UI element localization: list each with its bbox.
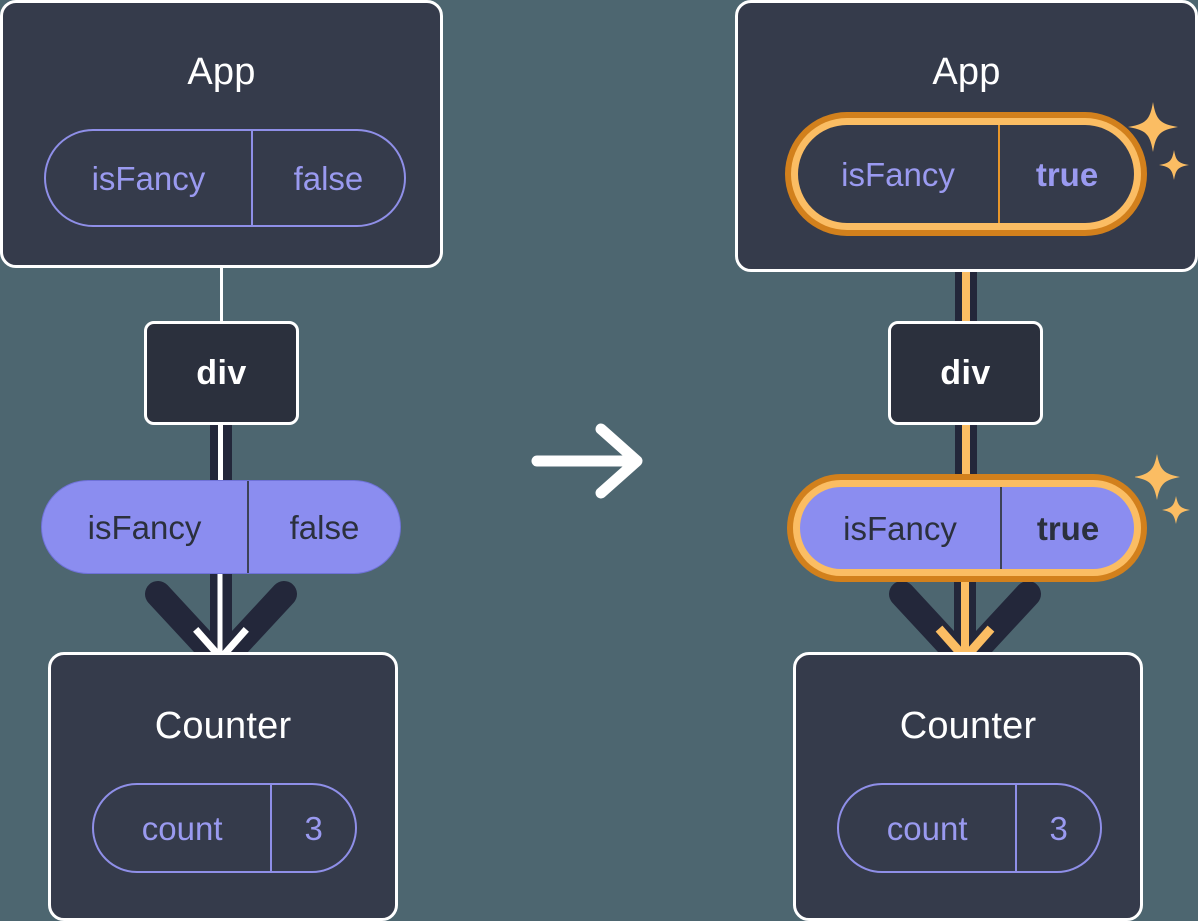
- prop-value-left: false: [289, 508, 360, 546]
- app-state-key-left: isFancy: [91, 159, 206, 197]
- counter-state-key-right: count: [886, 809, 968, 847]
- prop-divider-right: [1000, 487, 1002, 569]
- counter-state-value-right: 3: [1049, 809, 1068, 847]
- prop-key-right: isFancy: [843, 509, 957, 547]
- counter-state-divider-left: [270, 785, 273, 871]
- div-label-left: div: [196, 353, 247, 392]
- counter-state-value-left: 3: [304, 809, 323, 847]
- counter-state-divider-right: [1015, 785, 1018, 871]
- app-state-pill-right: isFancy true: [785, 112, 1147, 236]
- app-state-divider-left: [250, 131, 253, 225]
- prop-value-right: true: [1036, 509, 1100, 547]
- connector-core-div-to-prop-right: [962, 420, 970, 488]
- connector-core-div-to-prop-left: [218, 420, 223, 488]
- div-box-right: div: [888, 321, 1043, 425]
- app-state-value-right: true: [1035, 155, 1099, 193]
- prop-content-right: isFancy true: [800, 487, 1134, 569]
- app-title-right: App: [932, 51, 1001, 93]
- counter-title-left: Counter: [154, 705, 292, 747]
- app-state-value-left: false: [293, 159, 364, 197]
- sparkles-prop-right: [1135, 450, 1197, 538]
- counter-title-right: Counter: [899, 705, 1037, 747]
- counter-state-key-left: count: [141, 809, 223, 847]
- app-state-content-right: isFancy true: [798, 125, 1134, 223]
- highlight-hole-prop-right: [800, 487, 1134, 569]
- prop-key-left: isFancy: [87, 508, 202, 546]
- arrow-prop-to-counter-left: [145, 560, 297, 676]
- sparkles-app-right: [1127, 98, 1197, 198]
- counter-state-pill-right: count 3: [837, 783, 1102, 873]
- prop-pill-right: isFancy true: [787, 474, 1147, 582]
- connector-app-to-div-left: [220, 262, 223, 324]
- counter-box-left: Counter count 3: [48, 652, 398, 921]
- app-state-divider-right: [998, 125, 1000, 223]
- div-box-left: div: [144, 321, 299, 425]
- prop-pill-left: isFancy false: [41, 480, 401, 574]
- app-state-pill-left: isFancy false: [44, 129, 406, 227]
- app-state-key-right: isFancy: [841, 155, 955, 193]
- div-label-right: div: [940, 353, 991, 392]
- arrow-prop-to-counter-right: [889, 560, 1041, 676]
- counter-box-right: Counter count 3: [793, 652, 1143, 921]
- transition-arrow-right-icon: [531, 421, 651, 501]
- counter-state-pill-left: count 3: [92, 783, 357, 873]
- app-box-left: App isFancy false: [0, 0, 443, 268]
- prop-divider-left: [247, 481, 249, 573]
- app-title-left: App: [187, 51, 256, 93]
- highlight-hole-app-right: [798, 125, 1134, 223]
